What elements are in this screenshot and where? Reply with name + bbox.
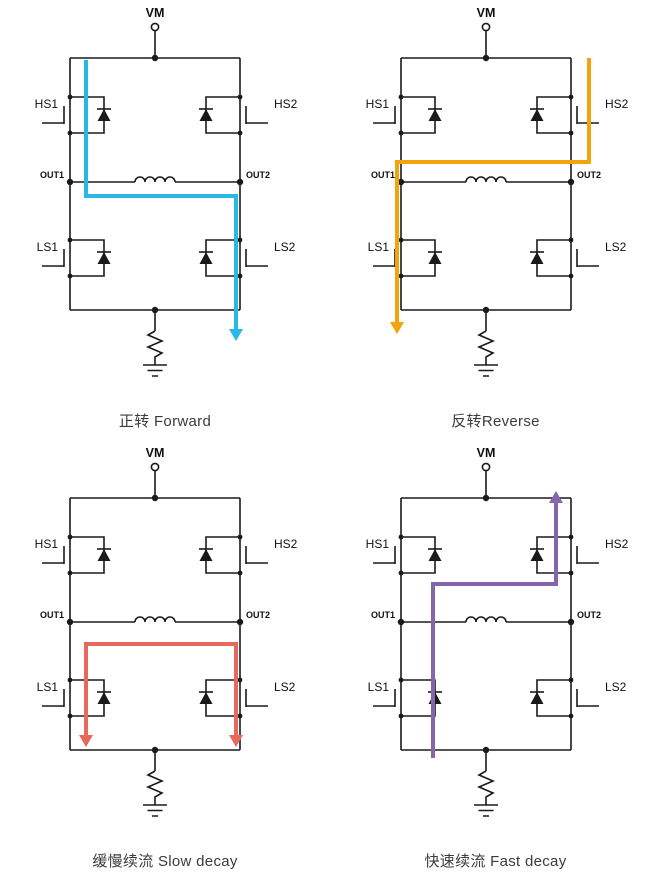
label-ls1: LS1 — [37, 240, 59, 254]
current-path-slow-decay — [84, 642, 238, 736]
current-arrow-up-icon — [548, 491, 563, 503]
current-arrow-down-icon — [229, 329, 243, 341]
label-out2: OUT2 — [246, 170, 270, 180]
label-hs1: HS1 — [365, 537, 389, 551]
label-ls2: LS2 — [274, 240, 296, 254]
caption-fast-decay: 快速续流 Fast decay — [424, 852, 567, 870]
label-hs1: HS1 — [35, 537, 59, 551]
current-arrow-down-icon — [229, 735, 243, 747]
caption-forward: 正转 Forward — [118, 412, 212, 430]
label-vm: VM — [146, 6, 165, 20]
panel-forward: VM HS1 HS2 OUT1 OUT2 LS1 LS2 正转 Forward — [0, 0, 330, 440]
label-hs2: HS2 — [274, 97, 298, 111]
circuit-reverse: VM HS1 HS2 OUT1 OUT2 LS1 LS2 — [365, 6, 629, 377]
label-vm: VM — [476, 6, 495, 20]
label-hs2: HS2 — [274, 537, 298, 551]
label-ls1: LS1 — [367, 680, 389, 694]
label-hs1: HS1 — [365, 97, 389, 111]
current-path-forward — [84, 60, 238, 330]
current-path-fast-decay — [430, 502, 558, 758]
label-ls2: LS2 — [605, 240, 627, 254]
label-ls1: LS1 — [37, 680, 59, 694]
label-out1: OUT1 — [40, 610, 64, 620]
current-arrow-down-icon — [79, 735, 93, 747]
label-vm: VM — [476, 446, 495, 460]
label-hs2: HS2 — [605, 537, 629, 551]
label-out2: OUT2 — [246, 610, 270, 620]
current-arrow-down-icon — [389, 322, 404, 334]
panel-reverse: VM HS1 HS2 OUT1 OUT2 LS1 LS2 反转Reverse — [330, 0, 661, 440]
label-ls2: LS2 — [274, 680, 296, 694]
label-out1: OUT1 — [370, 610, 394, 620]
label-out2: OUT2 — [577, 610, 601, 620]
caption-reverse: 反转Reverse — [451, 412, 540, 430]
label-ls2: LS2 — [605, 680, 627, 694]
label-hs1: HS1 — [35, 97, 59, 111]
circuit-fast-decay: VM HS1 HS2 OUT1 OUT2 LS1 LS2 — [365, 446, 629, 817]
circuit-forward: VM HS1 HS2 OUT1 OUT2 LS1 LS2 — [35, 6, 298, 377]
circuit-slow-decay: VM HS1 HS2 OUT1 OUT2 LS1 LS2 — [35, 446, 298, 817]
label-out2: OUT2 — [577, 170, 601, 180]
current-path-reverse — [394, 58, 591, 323]
panel-fast-decay: VM HS1 HS2 OUT1 OUT2 LS1 LS2 快速续流 Fast d… — [330, 440, 661, 880]
label-out1: OUT1 — [40, 170, 64, 180]
panel-slow-decay: VM HS1 HS2 OUT1 OUT2 LS1 LS2 缓慢续流 Slow d… — [0, 440, 330, 880]
label-ls1: LS1 — [367, 240, 389, 254]
label-out1: OUT1 — [370, 170, 394, 180]
label-vm: VM — [146, 446, 165, 460]
caption-slow-decay: 缓慢续流 Slow decay — [92, 852, 238, 870]
label-hs2: HS2 — [605, 97, 629, 111]
